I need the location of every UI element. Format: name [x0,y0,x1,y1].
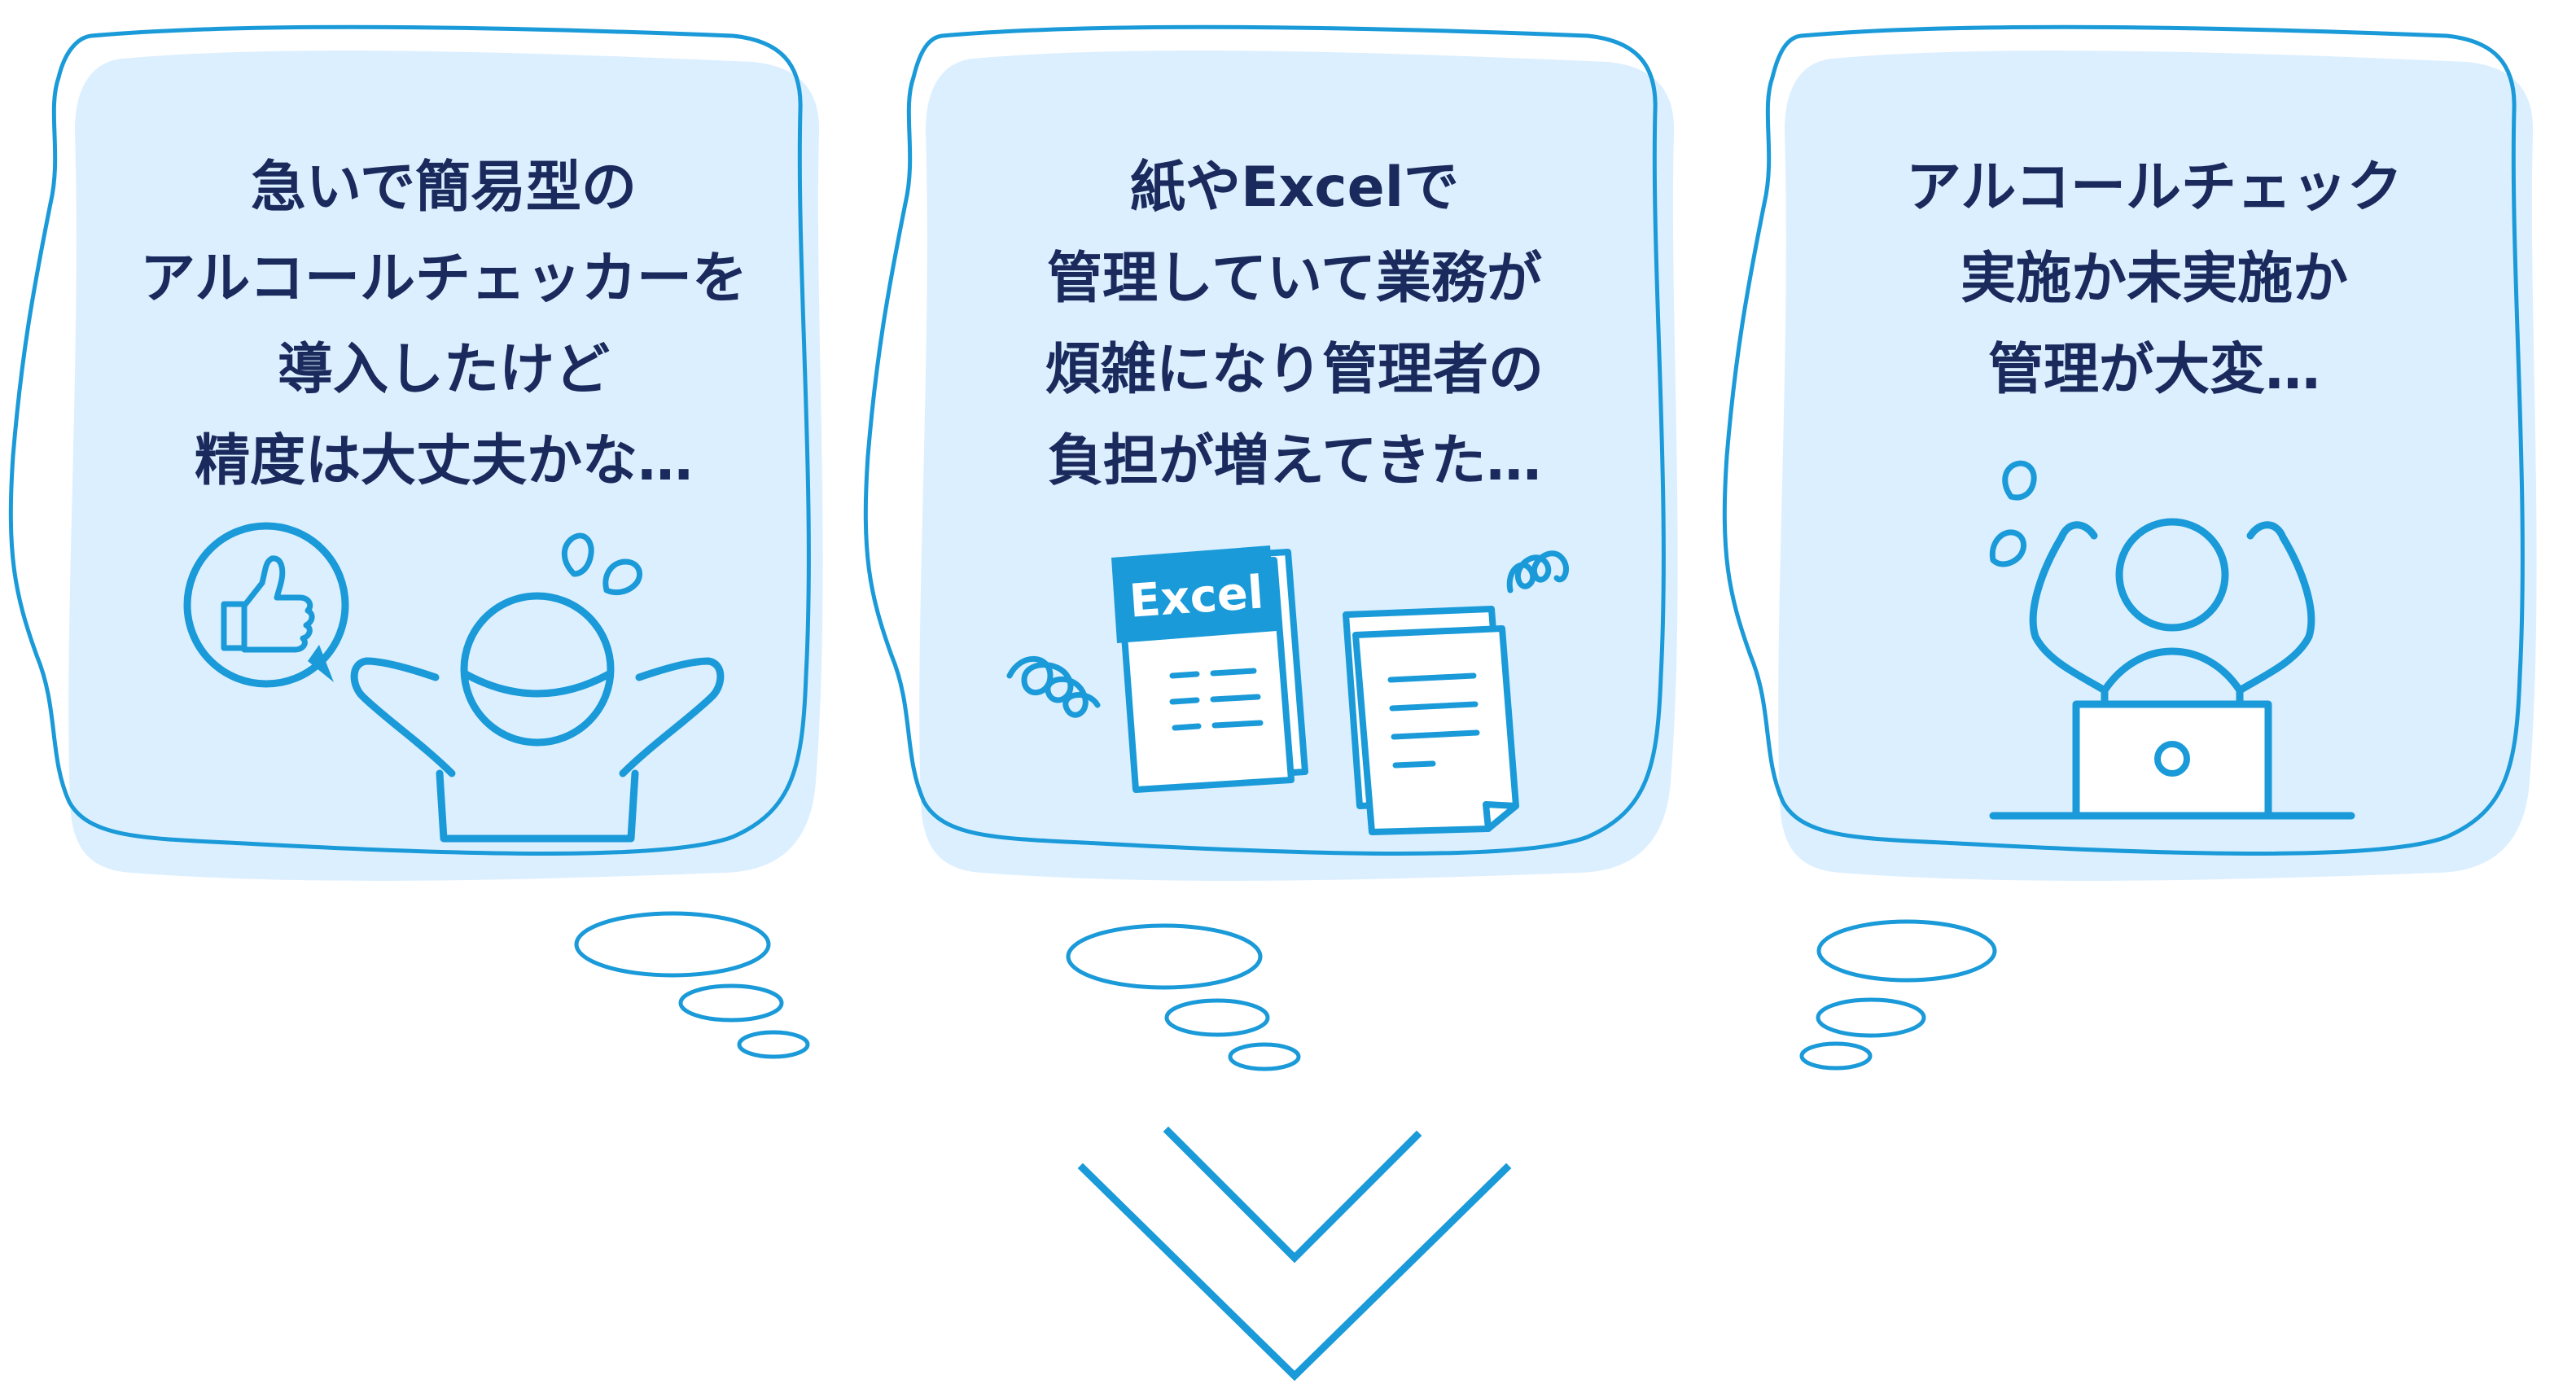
thumbs-up-icon [221,555,315,653]
caption-line: 実施か未実施か [1960,247,2348,311]
speech-bubble-tail [308,645,334,682]
laptop-camera-dot [2154,741,2190,777]
bubble-3-outline [1722,24,2525,856]
double-chevron-down-icon [1077,1126,1512,1382]
laptop-screen [2072,700,2272,820]
bubble-3-shadow [1778,50,2537,881]
thought-dots-1 [574,911,810,1059]
swirl-left-icon [1006,655,1101,718]
swirl-right-icon [1506,550,1569,593]
thought-dot-3-small [1799,1041,1873,1071]
person-3-arms-torso [2029,521,2315,712]
excel-sheet-and-paper-documents-icon: Excel [1006,545,1569,835]
sweat-drop-3b [1989,529,2027,567]
bubble-2-outline [863,24,1666,856]
bubble-1-outline [8,24,811,856]
panel-2-caption: 紙やExcelで 管理していて業務が 煩雑になり管理者の 負担が増えてきた… [928,142,1661,507]
caption-line: 管理していて業務が [1047,247,1542,311]
thought-dot-2-large [1066,923,1263,990]
caption-line: 導入したけど [277,338,610,402]
person-1-torso [436,769,639,843]
caption-line: 負担が増えてきた… [1047,429,1542,493]
caption-line: アルコールチェッカーを [140,247,747,311]
thought-dot-1-medium [678,983,784,1023]
caption-line: 管理が大変… [1987,338,2320,402]
thought-dot-3-medium [1816,997,1926,1038]
bubble-1-shadow [68,50,823,881]
thought-bubble-3 [1722,24,2537,881]
sweat-drop-3a [2002,460,2037,501]
paper-doc-lines [1387,672,1480,769]
thought-dot-2-medium [1164,998,1270,1037]
thought-dots-2 [1066,923,1301,1071]
paper-doc-fold [1483,801,1519,832]
excel-rows [1169,668,1264,731]
person-3-head [2115,518,2229,632]
caption-line: 煩雑になり管理者の [1045,338,1544,402]
thought-dots-3 [1799,919,1997,1071]
thought-dot-1-small [737,1030,810,1059]
person-1-head [460,592,615,747]
speech-bubble-circle [183,522,349,688]
thought-bubble-1 [8,24,823,881]
panel-1-caption: 急いで簡易型の アルコールチェッカーを 導入したけど 精度は大丈夫かな… [77,142,810,507]
person-1-face-line [462,670,613,698]
panel-3-caption: アルコールチェック 実施か未実施か 管理が大変… [1788,142,2521,416]
worried-person-with-thumbs-up-icon [183,522,725,843]
thought-dot-2-small [1228,1042,1301,1071]
sweat-drop-1a [561,532,594,577]
caption-line: アルコールチェック [1906,155,2403,220]
thought-dot-3-large [1816,919,1997,983]
stressed-person-at-laptop-icon [1989,460,2355,820]
thought-dot-1-large [574,911,771,978]
caption-line: 急いで簡易型の [251,155,637,220]
excel-label-box [1111,545,1277,643]
sweat-drop-1b [602,558,642,596]
chevron-down-upper [1163,1126,1422,1264]
excel-label: Excel [1128,566,1265,628]
caption-line: 精度は大丈夫かな… [194,429,693,493]
person-1-arms [350,657,725,777]
caption-line: 紙やExcelで [1129,155,1460,220]
chevron-down-lower [1077,1163,1512,1382]
